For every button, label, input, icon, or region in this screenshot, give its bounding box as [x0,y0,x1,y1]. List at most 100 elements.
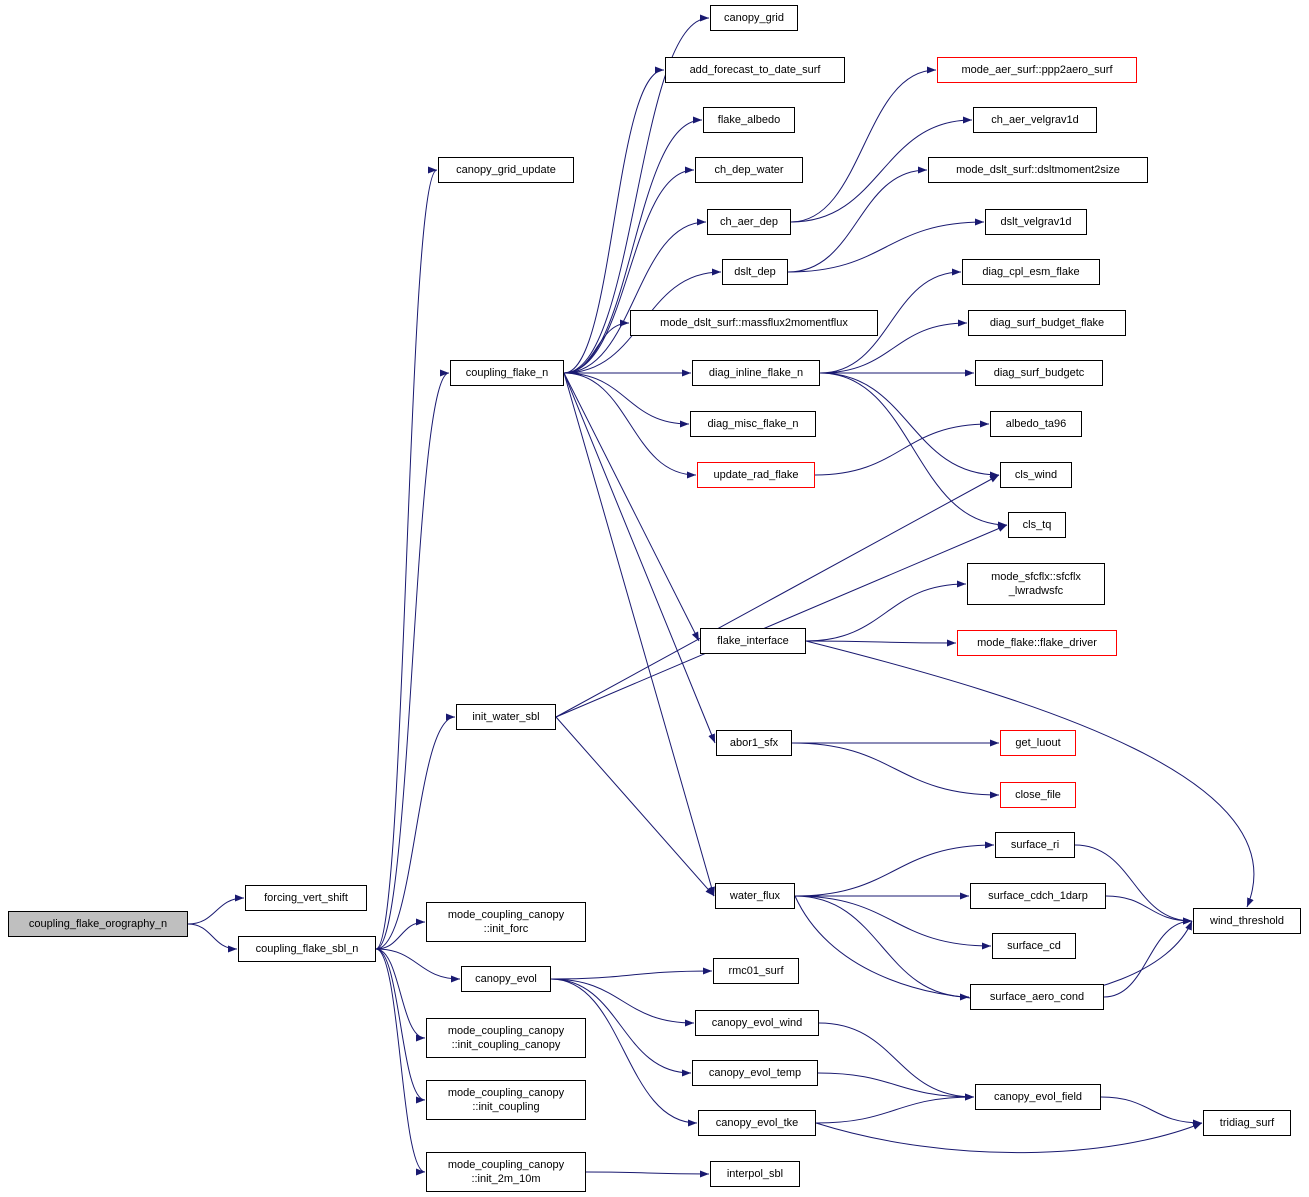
edge-canopy_evol_tke-to-tridiag_surf [815,1122,1203,1154]
edge-ch_aer_dep-to-ppp2aero_surf [790,66,937,223]
edge-coupling_flake_sbl_n-to-init_coupling [375,948,426,1104]
edge-coupling_flake_n-to-flake_interface [563,372,700,642]
edge-coupling_flake_sbl_n-to-canopy_grid_update [375,166,438,950]
edge-init_water_sbl-to-water_flux [555,716,715,897]
node-canopy_evol_temp[interactable]: canopy_evol_temp [692,1060,818,1086]
edge-water_flux-to-surface_cd [794,895,992,950]
node-abor1_sfx[interactable]: abor1_sfx [716,730,792,756]
edge-diag_inline_flake_n-to-cls_wind [819,372,1000,479]
edge-canopy_evol-to-canopy_evol_wind [550,978,695,1027]
edge-coupling_flake_n-to-ch_aer_dep [563,218,707,374]
node-sfcflx_lwradwsfc[interactable]: mode_sfcflx::sfcflx _lwradwsfc [967,563,1105,605]
node-get_luout[interactable]: get_luout [1000,730,1076,756]
edge-flake_interface-to-wind_threshold [805,640,1255,908]
edge-coupling_flake_n-to-ch_dep_water [563,166,695,374]
node-canopy_grid[interactable]: canopy_grid [710,5,798,31]
edge-diag_inline_flake_n-to-cls_tq [819,372,1008,529]
node-massflux2momentflux[interactable]: mode_dslt_surf::massflux2momentflux [630,310,878,336]
node-canopy_grid_update[interactable]: canopy_grid_update [438,157,574,183]
node-coupling_flake_sbl_n[interactable]: coupling_flake_sbl_n [238,936,376,962]
node-water_flux[interactable]: water_flux [715,883,795,909]
edge-canopy_evol_field-to-tridiag_surf [1100,1096,1203,1127]
edge-canopy_evol_wind-to-canopy_evol_field [818,1022,975,1101]
node-surface_cd[interactable]: surface_cd [992,933,1076,959]
node-update_rad_flake[interactable]: update_rad_flake [697,462,815,488]
edge-init_water_sbl-to-cls_wind [555,474,1000,718]
node-flake_driver[interactable]: mode_flake::flake_driver [957,630,1117,656]
edge-coupling_flake_n-to-diag_misc_flake_n [563,372,690,428]
node-init_coupling[interactable]: mode_coupling_canopy ::init_coupling [426,1080,586,1120]
edge-coupling_flake_n-to-abor1_sfx [563,372,716,744]
node-close_file[interactable]: close_file [1000,782,1076,808]
edge-update_rad_flake-to-albedo_ta96 [814,420,990,476]
node-wind_threshold[interactable]: wind_threshold [1193,908,1301,934]
node-ppp2aero_surf[interactable]: mode_aer_surf::ppp2aero_surf [937,57,1137,83]
node-cls_wind[interactable]: cls_wind [1000,462,1072,488]
node-canopy_evol_wind[interactable]: canopy_evol_wind [695,1010,819,1036]
edge-canopy_evol-to-canopy_evol_tke [550,978,698,1127]
node-coupling_flake_orography_n[interactable]: coupling_flake_orography_n [8,911,188,937]
edge-flake_interface-to-sfcflx_lwradwsfc [805,580,967,642]
edge-water_flux-to-surface_ri [794,841,995,897]
edge-ch_aer_dep-to-ch_aer_velgrav1d [790,116,973,223]
node-init_2m_10m[interactable]: mode_coupling_canopy ::init_2m_10m [426,1152,586,1192]
edge-coupling_flake_n-to-canopy_grid [563,14,710,374]
node-ch_aer_velgrav1d[interactable]: ch_aer_velgrav1d [973,107,1097,133]
edge-canopy_evol_tke-to-canopy_evol_field [815,1093,975,1124]
edge-dslt_dep-to-dsltmoment2size [787,166,928,273]
node-diag_misc_flake_n[interactable]: diag_misc_flake_n [690,411,816,437]
node-ch_aer_dep[interactable]: ch_aer_dep [707,209,791,235]
node-surface_ri[interactable]: surface_ri [995,832,1075,858]
node-cls_tq[interactable]: cls_tq [1008,512,1066,538]
node-tridiag_surf[interactable]: tridiag_surf [1203,1110,1291,1136]
edge-coupling_flake_sbl_n-to-canopy_evol [375,948,461,983]
edge-coupling_flake_orography_n-to-coupling_flake_sbl_n [187,923,238,953]
node-dsltmoment2size[interactable]: mode_dslt_surf::dsltmoment2size [928,157,1148,183]
edge-abor1_sfx-to-close_file [791,742,1000,799]
node-canopy_evol_tke[interactable]: canopy_evol_tke [698,1110,816,1136]
edge-canopy_evol_temp-to-canopy_evol_field [817,1072,975,1101]
node-diag_surf_budget_flake[interactable]: diag_surf_budget_flake [968,310,1126,336]
node-albedo_ta96[interactable]: albedo_ta96 [990,411,1082,437]
node-flake_interface[interactable]: flake_interface [700,628,806,654]
edge-coupling_flake_n-to-update_rad_flake [563,372,697,479]
edge-coupling_flake_sbl_n-to-coupling_flake_n [375,369,450,950]
node-init_forc[interactable]: mode_coupling_canopy ::init_forc [426,902,586,942]
node-surface_aero_cond[interactable]: surface_aero_cond [970,984,1104,1010]
edge-coupling_flake_n-to-massflux2momentflux [563,319,630,374]
edge-water_flux-to-surface_aero_cond [794,895,970,1001]
node-init_water_sbl[interactable]: init_water_sbl [456,704,556,730]
edge-diag_inline_flake_n-to-diag_cpl_esm_flake [819,268,962,374]
edge-coupling_flake_n-to-add_forecast_to_date_surf [563,66,665,374]
node-ch_dep_water[interactable]: ch_dep_water [695,157,803,183]
node-rmc01_surf[interactable]: rmc01_surf [713,958,799,984]
edge-surface_cdch_1darp-to-wind_threshold [1105,895,1193,925]
node-dslt_dep[interactable]: dslt_dep [722,259,788,285]
node-init_coupling_canopy[interactable]: mode_coupling_canopy ::init_coupling_can… [426,1018,586,1058]
node-dslt_velgrav1d[interactable]: dslt_velgrav1d [985,209,1087,235]
edge-coupling_flake_sbl_n-to-init_coupling_canopy [375,948,426,1042]
node-diag_inline_flake_n[interactable]: diag_inline_flake_n [692,360,820,386]
edge-canopy_evol-to-canopy_evol_temp [550,978,692,1077]
node-canopy_evol_field[interactable]: canopy_evol_field [975,1084,1101,1110]
node-surface_cdch_1darp[interactable]: surface_cdch_1darp [970,883,1106,909]
edge-coupling_flake_sbl_n-to-init_forc [375,918,426,950]
node-add_forecast_to_date_surf[interactable]: add_forecast_to_date_surf [665,57,845,83]
edge-init_water_sbl-to-cls_tq [555,524,1008,718]
node-diag_cpl_esm_flake[interactable]: diag_cpl_esm_flake [962,259,1100,285]
node-diag_surf_budgetc[interactable]: diag_surf_budgetc [975,360,1103,386]
edge-surface_aero_cond-to-wind_threshold [1103,917,1193,998]
edge-diag_inline_flake_n-to-diag_surf_budget_flake [819,319,968,374]
node-forcing_vert_shift[interactable]: forcing_vert_shift [245,885,367,911]
edge-coupling_flake_orography_n-to-forcing_vert_shift [187,894,245,925]
edge-coupling_flake_sbl_n-to-init_water_sbl [375,713,456,950]
node-canopy_evol[interactable]: canopy_evol [461,966,551,992]
edge-coupling_flake_n-to-water_flux [563,372,715,897]
edge-coupling_flake_sbl_n-to-init_2m_10m [375,948,426,1176]
node-flake_albedo[interactable]: flake_albedo [703,107,795,133]
node-interpol_sbl[interactable]: interpol_sbl [710,1161,800,1187]
edge-dslt_dep-to-dslt_velgrav1d [787,218,985,273]
node-coupling_flake_n[interactable]: coupling_flake_n [450,360,564,386]
edge-canopy_evol-to-rmc01_surf [550,967,713,980]
